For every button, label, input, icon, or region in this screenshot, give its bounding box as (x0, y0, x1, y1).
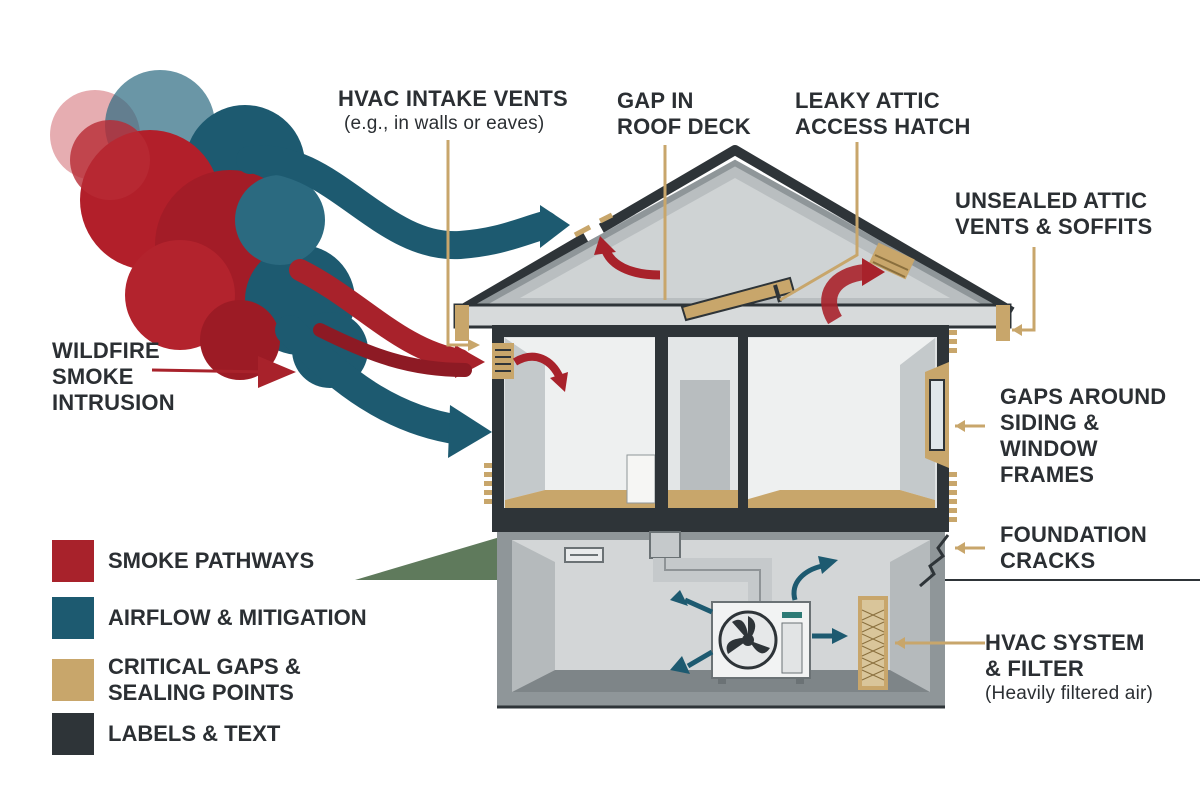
smoke-arrow-intake (512, 352, 564, 380)
leader-arrowheads (468, 324, 1022, 649)
siding-left (484, 463, 492, 504)
hvac-system-label: HVAC SYSTEM & FILTER (Heavily filtered a… (985, 630, 1153, 706)
wildfire-line2: SMOKE (52, 364, 134, 389)
foundation-label: FOUNDATION CRACKS (1000, 522, 1147, 574)
wildfire-pointer-head (258, 356, 296, 388)
airflow-arrowhead-wall (448, 405, 492, 458)
foundation-line1: FOUNDATION (1000, 522, 1148, 547)
attic-hatch-label: LEAKY ATTIC ACCESS HATCH (795, 88, 971, 140)
hvac-intake-label: HVAC INTAKE VENTS (e.g., in walls or eav… (338, 86, 568, 136)
smoke-arrow-vent (821, 264, 867, 325)
legend-swatch-gaps (52, 659, 94, 701)
legend-label-gaps-line1: CRITICAL GAPS & (108, 654, 301, 679)
wildfire-pointer-line (151, 368, 269, 374)
basement-airflow-arrows (683, 563, 834, 669)
roof-gap-line2: ROOF DECK (617, 114, 751, 139)
smoke-stream-upper (289, 259, 471, 371)
legend-item-text: LABELS & TEXT (52, 713, 280, 755)
smoke-arrowhead-vent (862, 258, 885, 286)
hvac-unit (711, 601, 811, 684)
window-frame (925, 362, 949, 468)
smoke-stream-mid (313, 323, 472, 377)
attic-vent (869, 242, 915, 280)
attic-vents-label: UNSEALED ATTIC VENTS & SOFFITS (955, 188, 1152, 240)
legend-label-text: LABELS & TEXT (108, 721, 281, 746)
legend-item-airflow: AIRFLOW & MITIGATION (52, 597, 367, 639)
attic-hatch-line1: LEAKY ATTIC (795, 88, 940, 113)
siding-label: GAPS AROUND SIDING & WINDOW FRAMES (1000, 384, 1166, 488)
siding-line3: WINDOW (1000, 436, 1098, 461)
ground (355, 537, 500, 580)
airflow-arrowhead-roof (540, 205, 570, 248)
legend-swatch-text (52, 713, 94, 755)
foundation-line2: CRACKS (1000, 548, 1096, 573)
house (453, 145, 1015, 709)
legend-swatch-airflow (52, 597, 94, 639)
wildfire-line3: INTRUSION (52, 390, 175, 415)
roof-gap-line1: GAP IN (617, 88, 694, 113)
siding-line1: GAPS AROUND (1000, 384, 1167, 409)
ductwork (649, 531, 772, 610)
roof-gap-label: GAP IN ROOF DECK (617, 88, 751, 140)
leader-lines (446, 140, 1036, 645)
legend-label-gaps: CRITICAL GAPS & SEALING POINTS (108, 654, 301, 706)
legend-item-gaps: CRITICAL GAPS & SEALING POINTS (52, 654, 301, 706)
hvac-system-line1: HVAC SYSTEM (985, 630, 1145, 655)
airflow-stream-wall (275, 315, 475, 445)
hvac-intake-title: HVAC INTAKE VENTS (338, 86, 568, 111)
hvac-intake-subtitle: (e.g., in walls or eaves) (344, 113, 545, 134)
smoke-arrowhead-intake (550, 372, 568, 392)
wildfire-line1: WILDFIRE (52, 338, 160, 363)
siding-right (949, 330, 957, 522)
legend-label-gaps-line2: SEALING POINTS (108, 680, 294, 705)
roof-deck-gap (580, 218, 604, 242)
smoke-arrowhead-roof-gap (594, 236, 616, 255)
roof-outline (455, 145, 1015, 317)
siding-line4: FRAMES (1000, 462, 1095, 487)
wildfire-label: WILDFIRE SMOKE INTRUSION (52, 338, 175, 416)
hvac-system-sub: (Heavily filtered air) (985, 683, 1154, 704)
airflow-stream-roof (236, 145, 559, 260)
legend-item-smoke: SMOKE PATHWAYS (52, 540, 314, 582)
hvac-filter (858, 596, 888, 690)
siding-line2: SIDING & (1000, 410, 1100, 435)
attic-vents-line2: VENTS & SOFFITS (955, 214, 1153, 239)
legend-label-smoke: SMOKE PATHWAYS (108, 548, 315, 573)
hvac-system-line2: & FILTER (985, 656, 1084, 681)
basement-airflow-heads (670, 556, 848, 674)
foundation-crack (919, 534, 950, 588)
intake-vent (492, 343, 514, 379)
attic-vents-line1: UNSEALED ATTIC (955, 188, 1148, 213)
attic-hatch-line2: ACCESS HATCH (795, 114, 971, 139)
legend-label-airflow: AIRFLOW & MITIGATION (108, 605, 367, 630)
legend-swatch-smoke (52, 540, 94, 582)
